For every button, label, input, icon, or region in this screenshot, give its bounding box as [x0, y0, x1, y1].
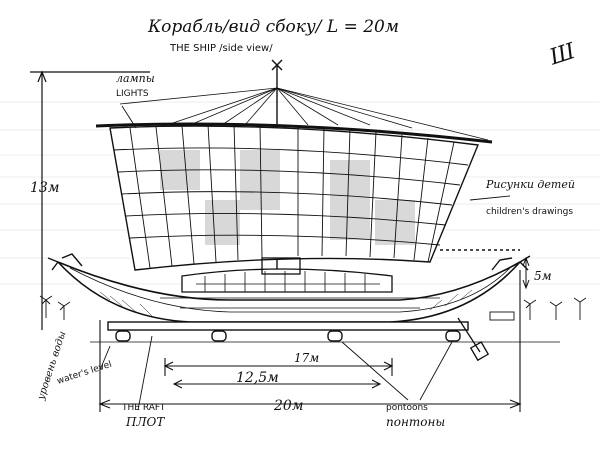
- height-5m: 5м: [534, 269, 552, 283]
- raft-label-ru: ПЛОТ: [125, 415, 165, 429]
- length-dimensions: [98, 270, 522, 412]
- rudder: [457, 317, 490, 362]
- water-label-ru: уровень воды: [36, 330, 69, 402]
- length-12-5m: 12,5м: [236, 370, 279, 386]
- label-pointers: [99, 105, 511, 411]
- deck-house: [181, 257, 393, 293]
- small-height-dimension: [522, 256, 530, 290]
- lights-label-ru: лампы: [116, 72, 155, 85]
- height-dimension: [30, 70, 150, 330]
- lights-label-en: LIGHTS: [116, 89, 149, 99]
- hull-hatching: [99, 289, 473, 317]
- length-20m: 20м: [273, 398, 303, 414]
- drawings-label-ru: Рисунки детей: [485, 178, 575, 191]
- title-ru: Корабль/вид сбоку/ L = 20м: [147, 17, 399, 37]
- water-label-en: water's level: [56, 360, 113, 387]
- palm-trees-right: [489, 297, 587, 321]
- pontoons: [115, 330, 461, 342]
- length-17m: 17м: [294, 351, 319, 365]
- hull-ends: [47, 253, 531, 271]
- signature: Ш: [546, 39, 579, 71]
- drawings-label-en: children's drawings: [486, 207, 573, 217]
- rigging: [119, 87, 489, 141]
- upper-yard: [95, 122, 493, 144]
- pontoons-label-en: pontoons: [386, 403, 428, 413]
- raft-label-en: THE RAFT: [121, 403, 166, 413]
- sail-grid: [113, 123, 469, 269]
- sail: [109, 125, 479, 271]
- height-13m: 13м: [30, 180, 59, 196]
- title-en: THE SHIP /side view/: [169, 43, 273, 54]
- palm-trees-left: [39, 295, 71, 320]
- raft: [107, 321, 469, 331]
- pontoons-label-ru: понтоны: [386, 415, 445, 429]
